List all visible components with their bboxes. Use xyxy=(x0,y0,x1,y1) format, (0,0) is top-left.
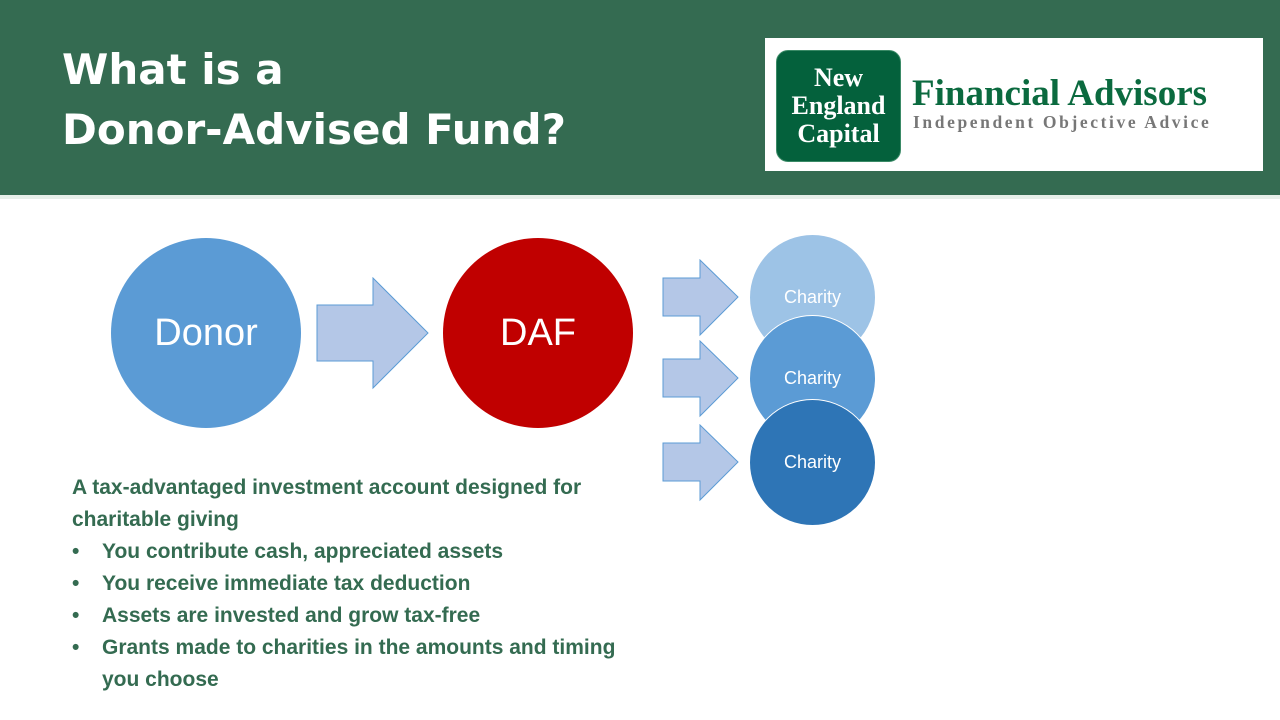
description: A tax-advantaged investment account desi… xyxy=(72,472,632,696)
bullet-item: You contribute cash, appreciated assets xyxy=(72,536,632,568)
company-logo: New England Capital Financial Advisors I… xyxy=(765,38,1263,171)
header-divider xyxy=(0,195,1280,199)
charity-label: Charity xyxy=(783,368,841,388)
badge-line: New xyxy=(813,63,864,92)
title-line-2: Donor-Advised Fund? xyxy=(62,105,566,154)
logo-tagline: Independent Objective Advice xyxy=(913,112,1212,132)
daf-label: DAF xyxy=(500,311,576,354)
donor-label: Donor xyxy=(154,311,258,354)
badge-line: England xyxy=(791,91,886,120)
bullet-item: Grants made to charities in the amounts … xyxy=(72,632,632,696)
slide-title: What is a Donor-Advised Fund? xyxy=(62,40,566,160)
bullet-item: Assets are invested and grow tax-free xyxy=(72,600,632,632)
arrow-right-icon xyxy=(662,424,739,502)
title-line-1: What is a xyxy=(62,45,284,94)
badge-line: Capital xyxy=(797,119,880,148)
arrow-right-icon xyxy=(316,277,429,390)
bullet-item: You receive immediate tax deduction xyxy=(72,568,632,600)
donor-circle: Donor xyxy=(111,238,301,428)
charity-label: Charity xyxy=(783,287,841,307)
bullet-list: You contribute cash, appreciated assets … xyxy=(72,536,632,696)
arrow-right-icon xyxy=(662,340,739,418)
intro-text: A tax-advantaged investment account desi… xyxy=(72,476,582,531)
logo-name: Financial Advisors xyxy=(912,73,1208,114)
charity-label: Charity xyxy=(783,452,841,472)
daf-circle: DAF xyxy=(443,238,633,428)
logo-badge: New England Capital xyxy=(776,50,901,162)
charity-circle: Charity xyxy=(749,399,876,526)
arrow-right-icon xyxy=(662,259,739,337)
